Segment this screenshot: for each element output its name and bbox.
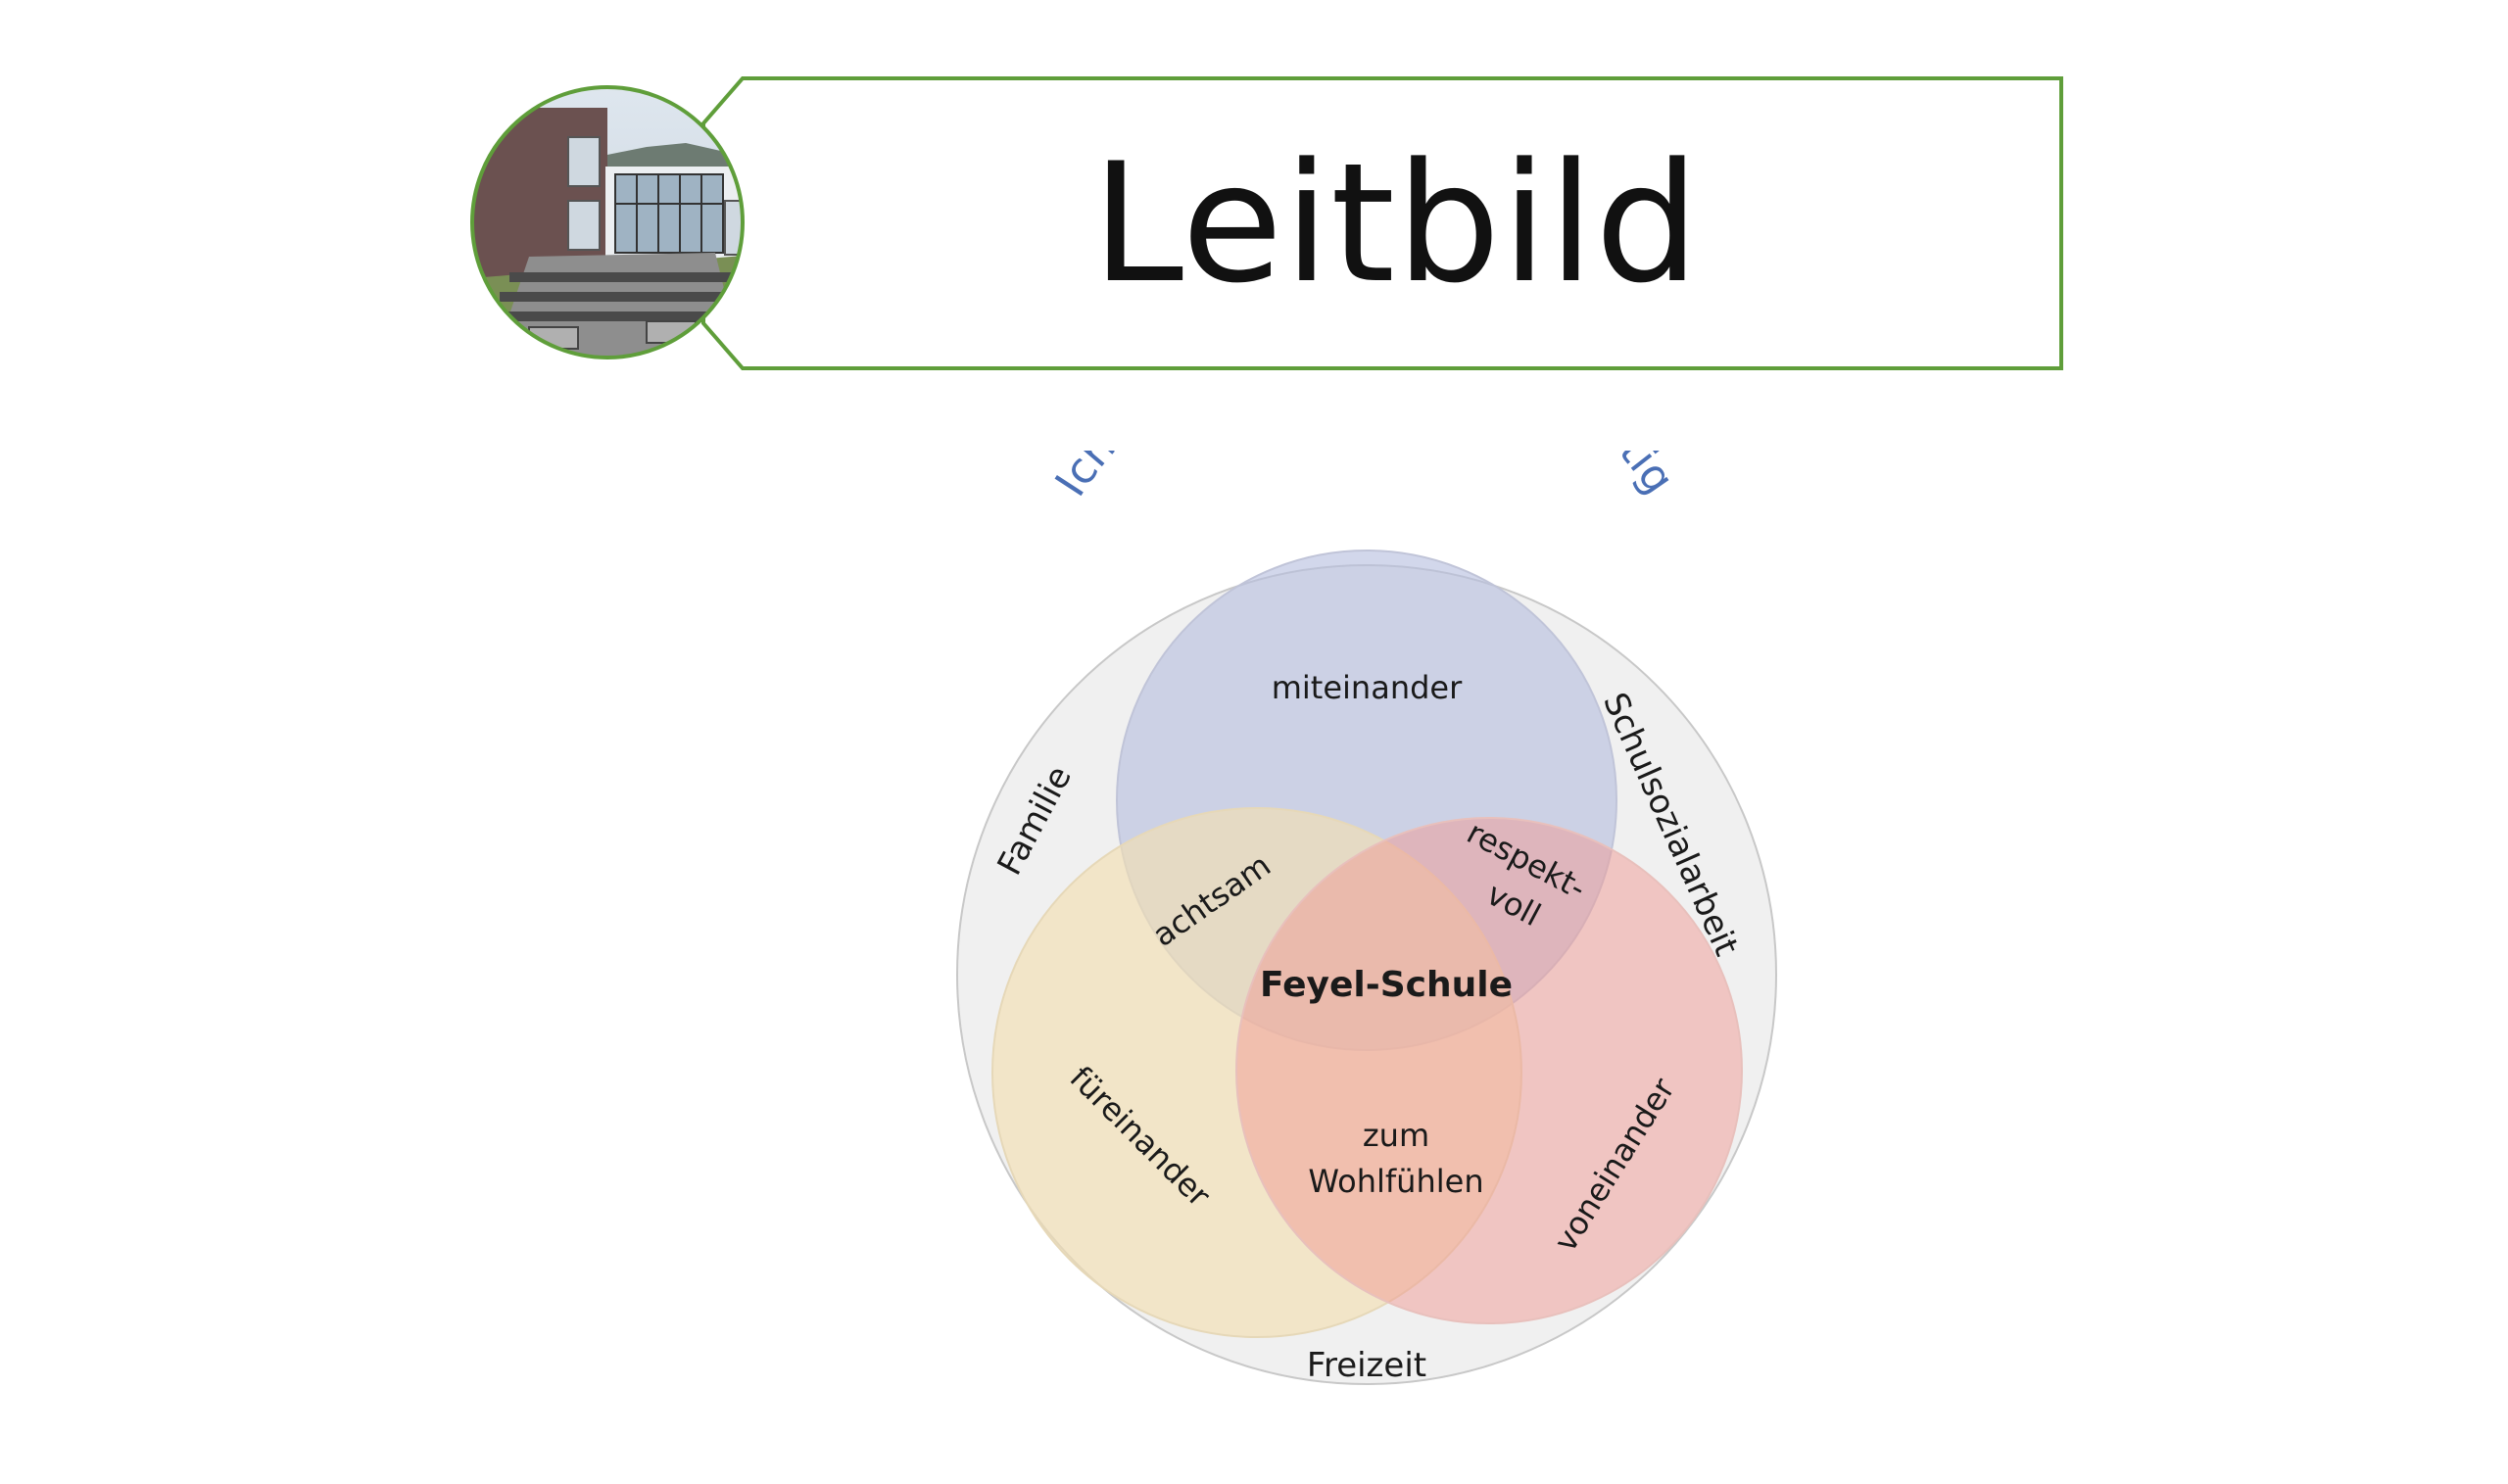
motto-text-path: Ich bin wichtig – Du bist wichtig <box>1046 451 1684 505</box>
photo-ring <box>470 85 745 359</box>
title-frame <box>701 76 2063 370</box>
school-photo <box>472 87 743 358</box>
venn-diagram: Ich bin wichtig – Du bist wichtig Famili… <box>956 451 1777 1385</box>
overlap-label-bottom-2: Wohlfühlen <box>1308 1163 1483 1200</box>
page-title: Leitbild <box>1091 127 1701 319</box>
outer-label-bottom: Freizeit <box>1307 1346 1426 1385</box>
center-label: Feyel-Schule <box>1260 965 1513 1005</box>
motto-text: Ich bin wichtig – Du bist wichtig <box>1046 451 1684 505</box>
right-circle <box>1235 817 1743 1324</box>
header-banner <box>470 76 2063 370</box>
circle-label-top: miteinander <box>1272 669 1463 706</box>
overlap-label-bottom-1: zum <box>1363 1117 1429 1154</box>
